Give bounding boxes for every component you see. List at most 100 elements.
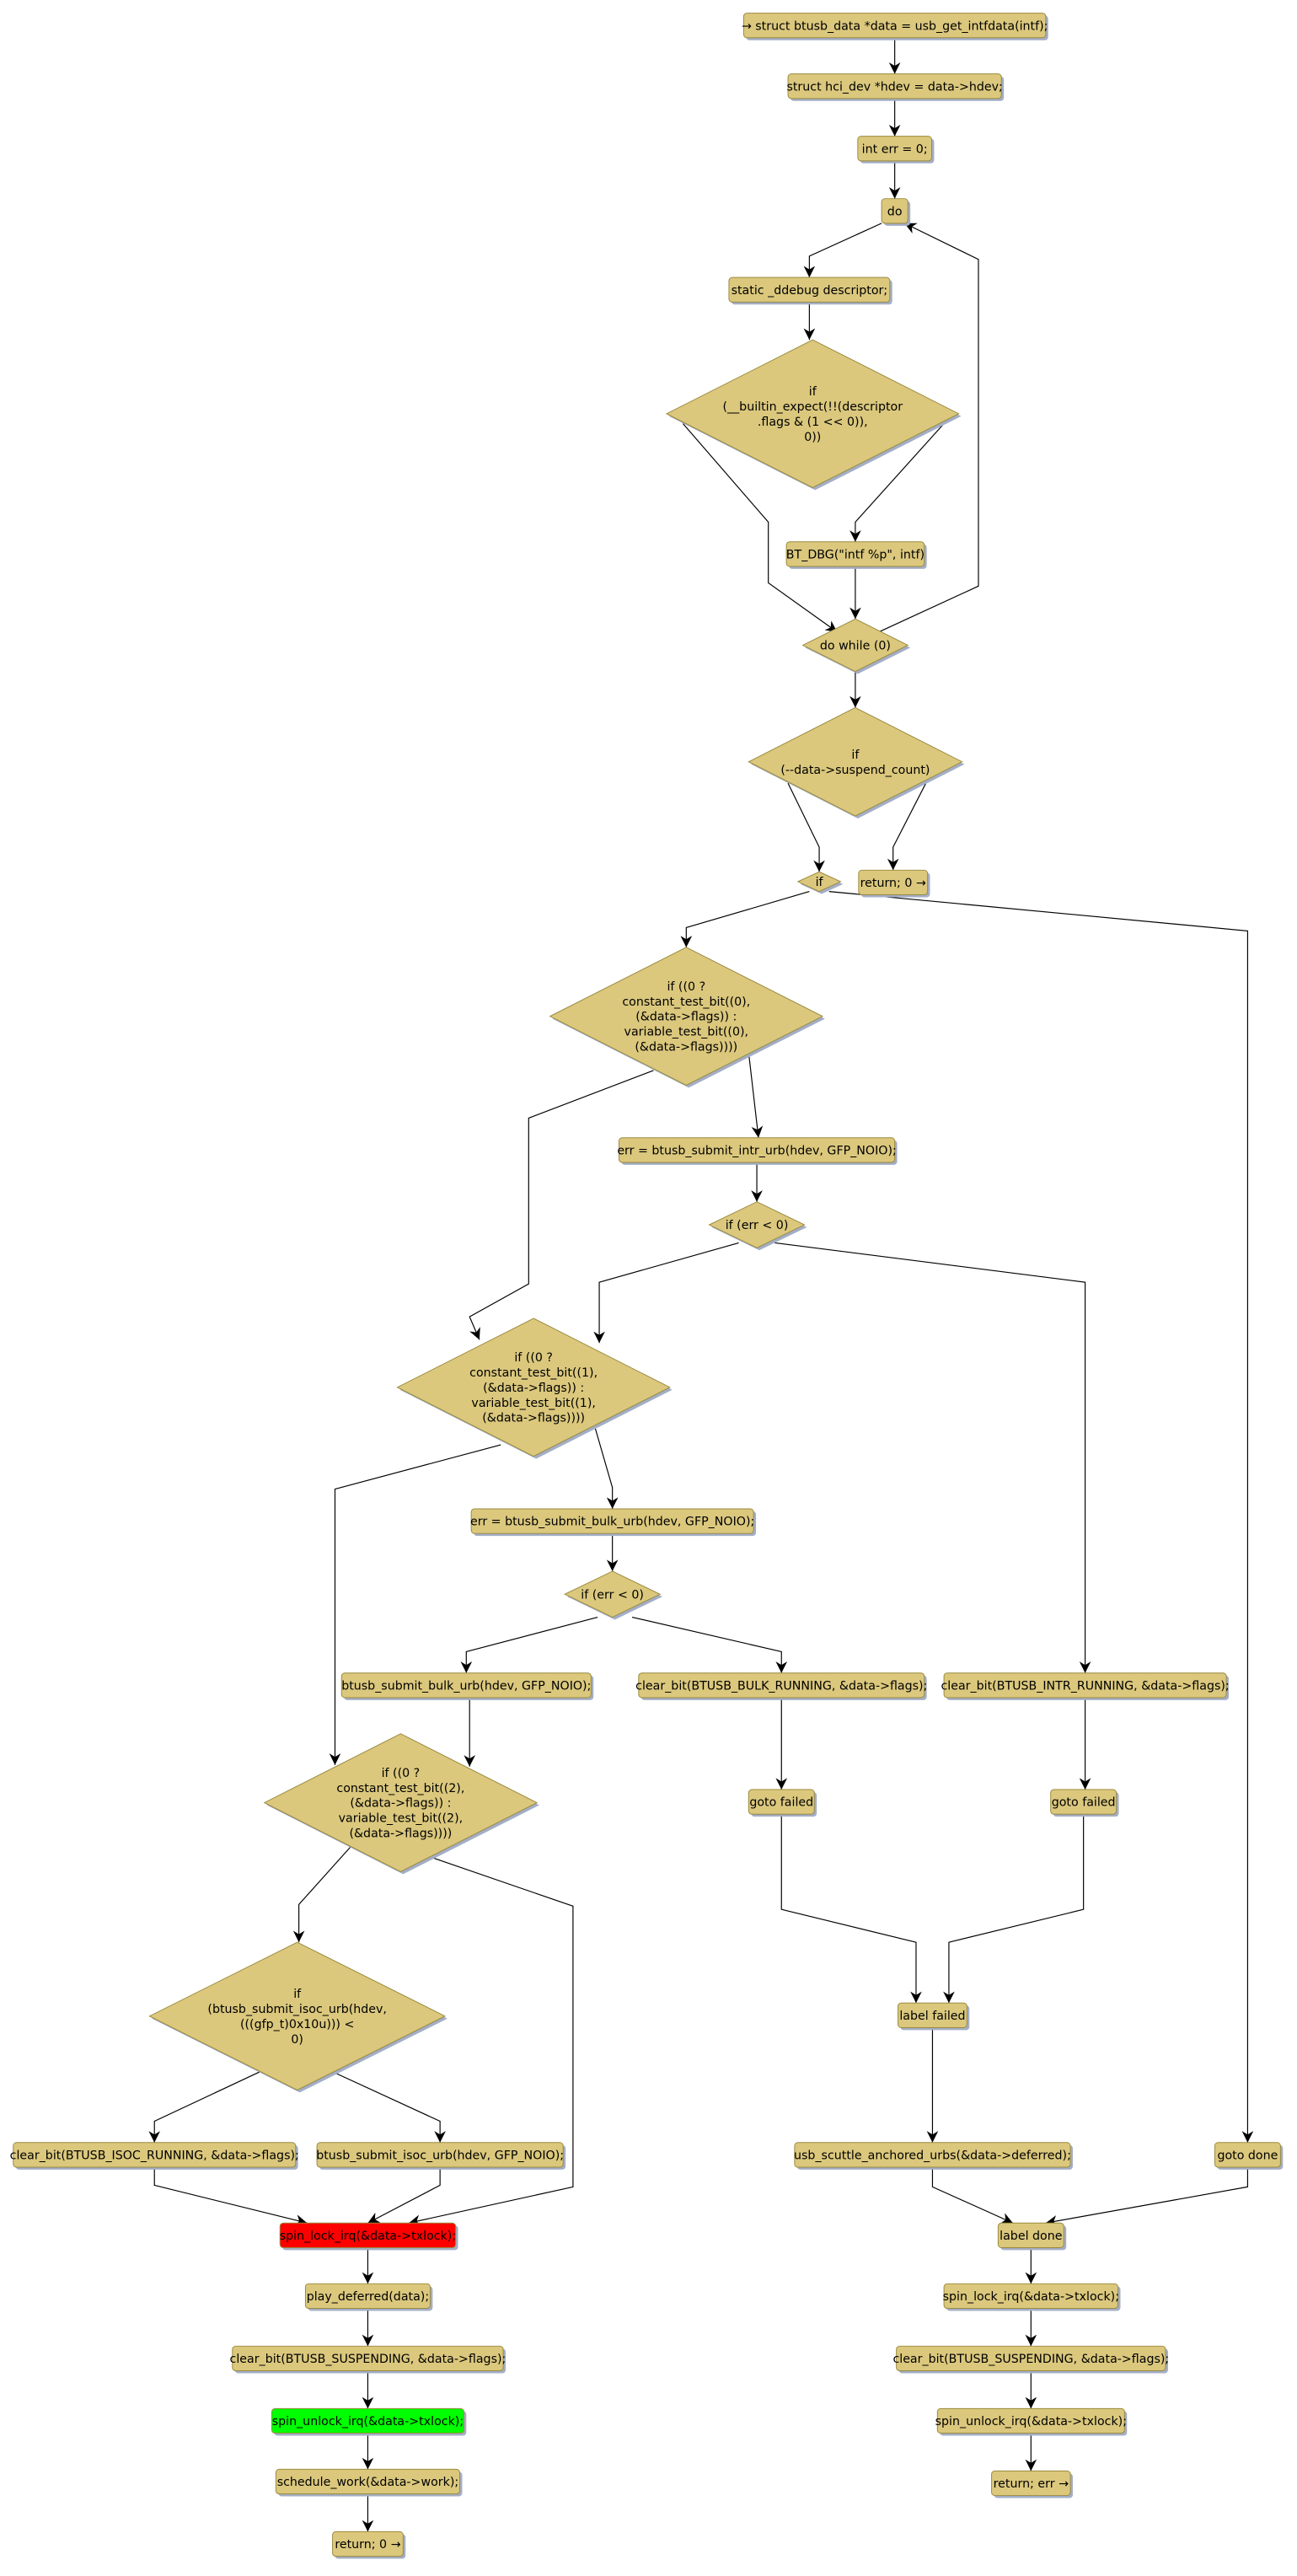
statement-box [271, 2407, 464, 2434]
statement-node-n14: goto failed [1050, 1789, 1119, 1817]
edge-d8-to-n10 [460, 1616, 598, 1673]
edge-n17-to-n20 [367, 2167, 441, 2224]
node-label-line: label failed [899, 2010, 965, 2023]
edges-layer [148, 37, 1254, 2532]
node-label-line: variable_test_bit((0), [624, 1026, 748, 1039]
node-label-line: clear_bit(BTUSB_BULK_RUNNING, &data->fla… [635, 1679, 927, 1693]
statement-box [896, 2345, 1166, 2372]
node-label-line: → struct btusb_data *data = usb_get_intf… [742, 19, 1048, 33]
statement-node-n17: btusb_submit_isoc_urb(hdev, GFP_NOIO); [316, 2142, 566, 2170]
node-label-line: goto failed [1052, 1796, 1116, 1810]
edge-d4-to-n19 [828, 891, 1254, 2143]
node-label-line: clear_bit(BTUSB_ISOC_RUNNING, &data->fla… [10, 2149, 299, 2162]
statement-node-n7: return; 0 → [858, 869, 930, 898]
edge-d3-to-n7 [887, 782, 927, 871]
statement-box [997, 2222, 1064, 2248]
statement-node-n11: clear_bit(BTUSB_BULK_RUNNING, &data->fla… [635, 1672, 927, 1700]
statement-box [857, 136, 932, 162]
decision-diamond [148, 1941, 447, 2091]
node-label-line: (&data->flags)) : [483, 1382, 584, 1395]
node-label-line: return; err → [994, 2477, 1069, 2491]
statement-node-n18: usb_scuttle_anchored_urbs(&data->deferre… [794, 2142, 1073, 2170]
edge-d5-to-d7 [469, 1070, 654, 1340]
node-label-line: if ((0 ? [667, 980, 705, 994]
statement-box [943, 2283, 1119, 2310]
node-label-line: (&data->flags)))) [635, 1041, 737, 1055]
node-label-line: spin_unlock_irq(&data->txlock); [272, 2415, 464, 2428]
edge-d7-to-n9 [593, 1425, 619, 1509]
node-label-line: err = btusb_submit_bulk_urb(hdev, GFP_NO… [470, 1516, 754, 1529]
edge-n4-to-n5 [803, 223, 882, 278]
decision-diamond [549, 947, 824, 1087]
node-label-line: return; 0 → [335, 2538, 400, 2552]
node-label-line: spin_unlock_irq(&data->txlock); [935, 2415, 1127, 2428]
statement-box [898, 2002, 967, 2028]
node-label-line: static _ddebug descriptor; [732, 284, 888, 298]
statement-node-n10: btusb_submit_bulk_urb(hdev, GFP_NOIO); [340, 1672, 594, 1700]
decision-diamond [801, 618, 909, 673]
statement-node-n15: label failed [898, 2002, 970, 2031]
edge-d5-to-n8 [748, 1052, 764, 1138]
node-label-line: if [851, 749, 860, 762]
decision-node-d4: if [796, 871, 844, 894]
decision-node-d9: if ((0 ?constant_test_bit((2),(&data->fl… [263, 1733, 539, 1875]
statement-node-n30: return; 0 → [332, 2530, 406, 2559]
decision-diamond [665, 339, 960, 489]
node-label-line: .flags & (1 << 0)), [758, 416, 868, 429]
edge-d1-to-n6 [849, 423, 945, 542]
decision-diamond [748, 706, 963, 817]
node-label-line: (&data->flags)) : [350, 1797, 451, 1811]
node-label-line: if [816, 876, 824, 889]
node-label-line: play_deferred(data); [307, 2290, 429, 2304]
edge-n16-to-n20 [153, 2167, 308, 2226]
statement-node-n25: clear_bit(BTUSB_SUSPENDING, &data->flags… [892, 2345, 1169, 2374]
node-label-line: if ((0 ? [514, 1351, 553, 1365]
statement-node-n20: spin_lock_irq(&data->txlock); [280, 2222, 458, 2251]
edge-d10-to-n16 [148, 2071, 260, 2143]
statement-node-n28: schedule_work(&data->work); [275, 2468, 463, 2497]
edge-n13-to-n15 [780, 1814, 922, 2004]
node-label-line: BT_DBG("intf %p", intf) [786, 548, 925, 561]
statement-box [316, 2142, 564, 2168]
decision-node-d7: if ((0 ?constant_test_bit((1),(&data->fl… [396, 1318, 673, 1459]
decision-node-d1: if(__builtin_expect(!!(descriptor.flags … [665, 339, 962, 491]
statement-box [332, 2530, 404, 2557]
edge-d7-to-d9 [329, 1444, 501, 1765]
statement-box [618, 1137, 896, 1163]
edge-d1-to-d2 [682, 423, 838, 633]
statement-box [991, 2470, 1071, 2497]
statement-box [858, 869, 929, 896]
statement-node-n2: struct hci_dev *hdev = data->hdev; [786, 73, 1005, 101]
edge-d9-to-d10 [292, 1840, 357, 1943]
node-label-line: struct hci_dev *hdev = data->hdev; [786, 80, 1002, 94]
decision-diamond [263, 1733, 539, 1872]
statement-node-n16: clear_bit(BTUSB_ISOC_RUNNING, &data->fla… [10, 2142, 299, 2170]
statement-node-n24: clear_bit(BTUSB_SUSPENDING, &data->flags… [230, 2345, 506, 2374]
node-label-line: label done [1000, 2230, 1062, 2243]
decision-node-d2: do while (0) [801, 618, 911, 674]
node-label-line: int err = 0; [862, 142, 928, 156]
node-label-line: clear_bit(BTUSB_SUSPENDING, &data->flags… [892, 2353, 1169, 2366]
statement-box [943, 1672, 1227, 1699]
statement-node-n22: play_deferred(data); [304, 2283, 433, 2311]
decision-diamond [796, 871, 842, 893]
node-label-line: (&data->flags)))) [349, 1827, 452, 1841]
decision-node-d5: if ((0 ? constant_test_bit((0), (&data->fl… [549, 947, 825, 1088]
node-label-line: clear_bit(BTUSB_INTR_RUNNING, &data->fla… [941, 1679, 1229, 1693]
statement-node-n9: err = btusb_submit_bulk_urb(hdev, GFP_NO… [470, 1508, 757, 1537]
node-label-line: constant_test_bit((0), [622, 996, 750, 1009]
node-label-line: if (err < 0) [726, 1219, 789, 1232]
statement-node-n6: BT_DBG("intf %p", intf) [785, 541, 927, 569]
node-label-line: btusb_submit_bulk_urb(hdev, GFP_NOIO); [341, 1679, 591, 1693]
statement-node-n23: spin_lock_irq(&data->txlock); [943, 2283, 1121, 2311]
statement-box [340, 1672, 592, 1699]
edge-d6-to-n12 [774, 1242, 1091, 1673]
edge-d9-to-n20 [409, 1856, 574, 2226]
node-label-line: schedule_work(&data->work); [277, 2476, 458, 2489]
decision-diamond [396, 1318, 671, 1457]
decision-node-d3: if(--data->suspend_count) [748, 706, 965, 818]
node-label-line: spin_lock_irq(&data->txlock); [943, 2290, 1119, 2304]
node-label-line: clear_bit(BTUSB_SUSPENDING, &data->flags… [230, 2353, 506, 2366]
node-label-line: (__builtin_expect(!!(descriptor [722, 400, 903, 414]
statement-node-n12: clear_bit(BTUSB_INTR_RUNNING, &data->fla… [941, 1672, 1230, 1700]
